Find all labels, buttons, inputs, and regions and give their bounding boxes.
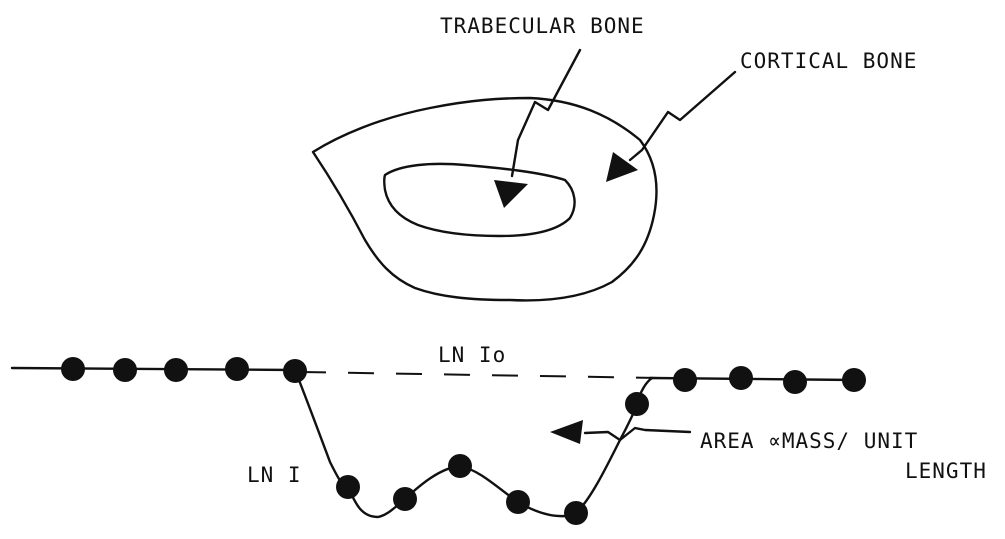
baseline-dot (113, 358, 137, 382)
cortical-bone-label: CORTICAL BONE (740, 51, 917, 72)
baseline-dot (61, 357, 85, 381)
ln-io-label: LN Io (438, 345, 506, 366)
area-arrowhead (550, 420, 583, 444)
baseline-dot (842, 368, 866, 392)
baseline-dashed (300, 372, 660, 378)
baseline-dot (673, 368, 697, 392)
profile-dot (336, 475, 360, 499)
area-label-line1: AREA ∝MASS/ UNIT (700, 431, 918, 452)
profile-dot (506, 490, 530, 514)
baseline-dot (225, 357, 249, 381)
baseline-dot (283, 359, 307, 383)
area-label-line2: LENGTH (905, 461, 987, 482)
profile-dot (448, 454, 472, 478)
baseline-dot (729, 366, 753, 390)
profile-dot (393, 487, 417, 511)
trabecular-arrow-line (512, 50, 580, 176)
baseline-dot (164, 358, 188, 382)
profile-dot (625, 392, 649, 416)
ln-i-label: LN I (247, 465, 302, 486)
trabecular-bone-label: TRABECULAR BONE (440, 16, 645, 37)
area-arrow-line (585, 428, 690, 440)
trabecular-arrowhead (494, 180, 528, 208)
trabecular-bone-outline (384, 164, 574, 236)
cortical-bone-outline (313, 98, 656, 300)
baseline-dot (783, 370, 807, 394)
baseline-left (12, 368, 295, 370)
profile-dot (564, 501, 588, 525)
